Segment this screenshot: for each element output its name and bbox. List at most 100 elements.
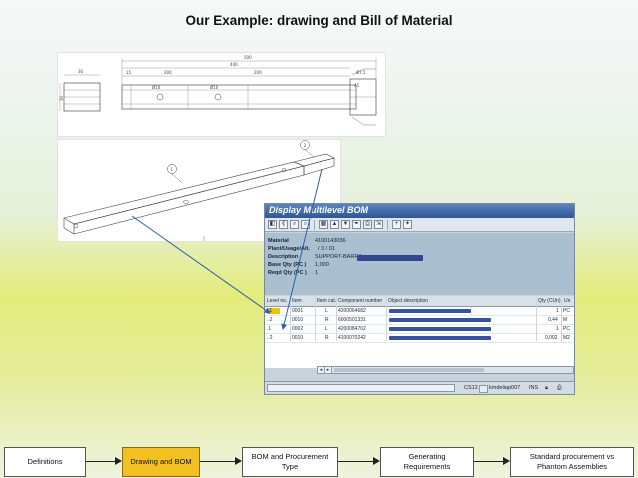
dim-label: 200: [164, 70, 172, 75]
table-row[interactable]: ..2 0010 R 4100070242 0,002 M2: [265, 334, 574, 343]
flow-step-bom-and-procurement-type[interactable]: BOM and Procurement Type: [242, 447, 338, 477]
reqd-qty-value: 1: [315, 270, 319, 276]
horizontal-scrollbar[interactable]: ◂ ▸: [317, 366, 574, 374]
description-label: Description: [268, 254, 299, 260]
scroll-right-icon[interactable]: ▸: [325, 367, 332, 373]
flow-step-definitions[interactable]: Definitions: [4, 447, 86, 477]
column-divider: [290, 296, 291, 341]
cell-component: 6000501331: [338, 317, 366, 323]
bom-header: Material 4100143036 Plant/Usage/Alt. / 3…: [265, 233, 574, 295]
cell-level: ..2: [267, 317, 273, 323]
dim-label: 30: [78, 69, 84, 74]
flow-arrowhead: [373, 457, 380, 465]
column-divider: [315, 296, 316, 341]
reqd-qty-label: Reqd Qty (PC ): [268, 270, 307, 276]
cell-unit: M: [563, 317, 568, 323]
cell-unit: PC: [563, 308, 570, 314]
status-bar: CS12 kmdeliap007 INS 🔒︎ ⎙: [265, 381, 574, 394]
technical-drawing-orthographic: 30 30 Ø10 Ø10 45 500 440 15 200 200 Ø7,5: [57, 52, 386, 137]
redacted-object-description: [389, 317, 491, 322]
column-header-object-description[interactable]: Object description: [388, 298, 429, 304]
column-header-component[interactable]: Component number: [338, 298, 383, 304]
cell-item: 0002: [292, 326, 304, 332]
base-qty-label: Base Qty (PC ): [268, 262, 307, 268]
print-status-icon: ⎙: [557, 385, 562, 391]
redacted-object-description: [389, 326, 491, 331]
dim-label: 45: [354, 83, 360, 88]
flow-step-standard-vs-phantom[interactable]: Standard procurement vs Phantom Assembli…: [510, 447, 634, 477]
status-server: kmdeliap007: [489, 385, 521, 391]
sap-bom-window: Display Multilevel BOM ◧ ⟪ ⌕ ⌕ ▦ ▲ ▼ ⏷ ⎙…: [264, 203, 575, 395]
print-icon[interactable]: ⎙: [363, 220, 372, 229]
scroll-left-icon[interactable]: ◂: [318, 367, 325, 373]
dim-label: 30: [59, 95, 64, 101]
cell-qty: 0,002: [545, 335, 558, 341]
lock-icon: 🔒︎: [545, 385, 548, 391]
material-value: 4100143036: [315, 238, 346, 244]
flow-connector: [338, 461, 374, 462]
first-page-icon[interactable]: ⟪: [279, 220, 288, 229]
cell-level: ..2: [267, 335, 273, 341]
material-label: Material: [268, 238, 289, 244]
expand-icon[interactable]: +: [392, 220, 401, 229]
flow-step-generating-requirements[interactable]: Generating Requirements: [380, 447, 474, 477]
orthographic-view: 30 30 Ø10 Ø10 45 500 440 15 200 200 Ø7,5: [59, 55, 377, 126]
flow-step-label: BOM and Procurement Type: [251, 452, 329, 471]
status-message-field: [267, 384, 455, 392]
column-divider: [386, 296, 387, 341]
cell-unit: PC: [563, 326, 570, 332]
scrollbar-thumb[interactable]: [334, 368, 484, 372]
find-icon[interactable]: ⌕: [290, 220, 299, 229]
flow-step-drawing-and-bom[interactable]: Drawing and BOM: [122, 447, 200, 477]
column-divider: [561, 296, 562, 341]
plant-usage-alt-value: / 3 / 01: [318, 246, 335, 252]
find-next-icon[interactable]: ⌕: [301, 220, 310, 229]
table-row[interactable]: .1 0001 L 4200064682 1 PC: [265, 307, 574, 316]
column-header-item-category[interactable]: Item cat.: [317, 298, 337, 304]
bom-table: Level no. Item Item cat. Component numbe…: [265, 296, 574, 368]
flow-arrowhead: [235, 457, 242, 465]
filter-icon[interactable]: ⏷: [352, 220, 361, 229]
flow-step-label: Drawing and BOM: [130, 457, 192, 466]
toolbar-separator: [387, 219, 388, 230]
export-icon[interactable]: ⇲: [374, 220, 383, 229]
cell-component: 4200064682: [338, 308, 366, 314]
slide-title: Our Example: drawing and Bill of Materia…: [185, 13, 453, 28]
flow-arrowhead: [503, 457, 510, 465]
flow-step-label: Definitions: [27, 457, 63, 466]
dim-label: Ø10: [210, 85, 219, 90]
table-row[interactable]: .1 0002 L 4200084702 1 PC: [265, 325, 574, 334]
settings-icon[interactable]: ✦: [403, 220, 412, 229]
column-header-unit[interactable]: Un: [564, 298, 571, 304]
flow-step-label: Generating Requirements: [403, 452, 451, 471]
dim-label: 440: [230, 62, 238, 67]
application-toolbar: ◧ ⟪ ⌕ ⌕ ▦ ▲ ▼ ⏷ ⎙ ⇲ + ✦: [265, 218, 574, 232]
column-header-item[interactable]: Item: [292, 298, 302, 304]
flow-step-label: Standard procurement vs Phantom Assembli…: [529, 452, 615, 471]
table-row[interactable]: ..2 0010 R 6000501331 0,44 M: [265, 316, 574, 325]
status-dropdown-icon[interactable]: [479, 385, 488, 393]
cell-component: 4200084702: [338, 326, 366, 332]
base-qty-value: 1,000: [315, 262, 329, 268]
dim-label: 500: [244, 55, 252, 60]
cell-item: 0010: [292, 317, 304, 323]
column-header-qty[interactable]: Qty (CUn): [538, 298, 561, 304]
column-divider: [536, 296, 537, 341]
dim-label: Ø7,5: [356, 70, 366, 75]
flow-connector: [200, 461, 236, 462]
balloon-label: 2: [304, 143, 307, 148]
cell-qty: 1: [556, 308, 559, 314]
flow-arrowhead: [115, 457, 122, 465]
cell-unit: M2: [563, 335, 570, 341]
details-icon[interactable]: ◧: [268, 220, 277, 229]
layout-icon[interactable]: ▦: [319, 220, 328, 229]
status-system: CS12: [464, 385, 478, 391]
flow-connector: [474, 461, 504, 462]
cell-item: 0010: [292, 335, 304, 341]
cell-qty: 0,44: [548, 317, 558, 323]
sort-descending-icon[interactable]: ▼: [341, 220, 350, 229]
sort-ascending-icon[interactable]: ▲: [330, 220, 339, 229]
column-header-level[interactable]: Level no.: [267, 298, 288, 304]
window-titlebar: Display Multilevel BOM: [265, 204, 574, 218]
cell-qty: 1: [556, 326, 559, 332]
